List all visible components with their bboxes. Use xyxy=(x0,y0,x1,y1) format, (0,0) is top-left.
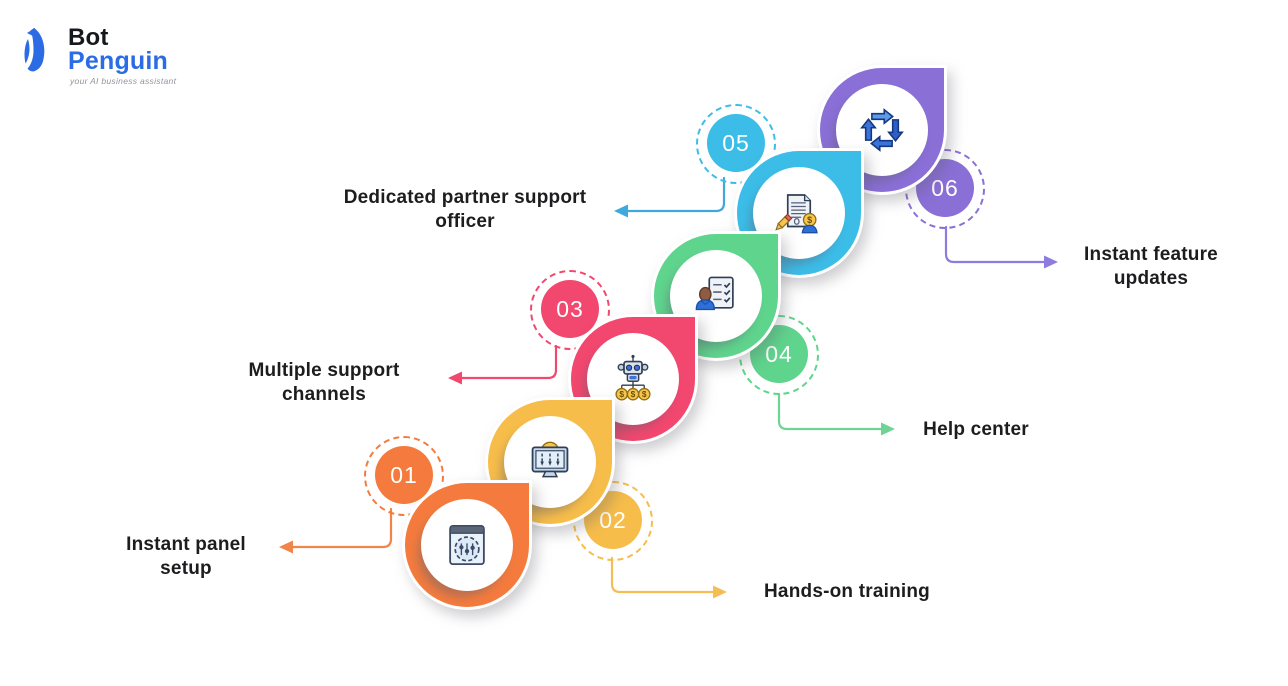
step-2-label: Hands-on training xyxy=(764,581,930,602)
connector-4 xyxy=(777,392,895,436)
penguin-icon xyxy=(24,28,45,72)
logo-text-penguin: Penguin xyxy=(68,47,169,75)
logo-tagline: your AI business assistant xyxy=(70,76,177,86)
step-4-label: Help center xyxy=(923,419,1029,440)
step-6-label: Instant feature updates xyxy=(1084,244,1218,289)
step-5-label: Dedicated partner support officer xyxy=(343,187,587,232)
connector-5 xyxy=(614,176,726,218)
logo-text-bot: Bot xyxy=(68,24,109,51)
connector-6 xyxy=(944,225,1058,269)
step-1-label: Instant panel setup xyxy=(126,534,246,579)
connector-1 xyxy=(279,507,393,554)
botpenguin-logo: Bot Penguin your AI business assistant xyxy=(18,22,238,92)
connector-3 xyxy=(448,344,558,385)
step-3-label: Multiple support channels xyxy=(248,360,400,405)
connector-2 xyxy=(610,556,727,599)
